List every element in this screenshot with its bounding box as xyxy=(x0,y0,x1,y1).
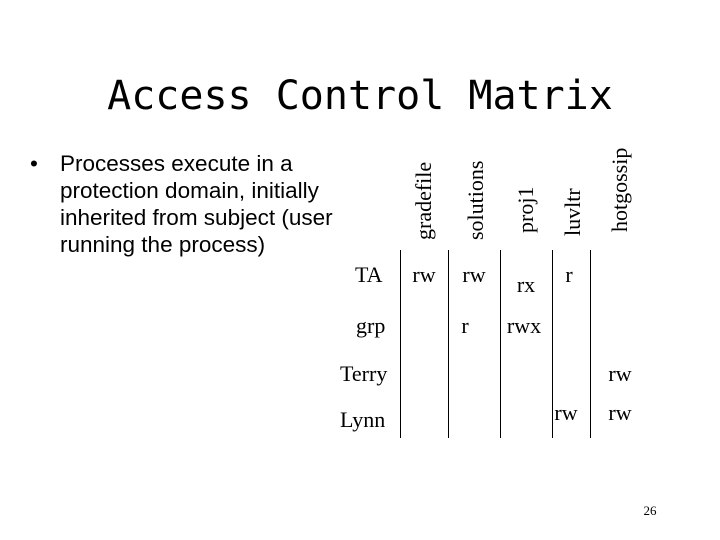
row-label-lynn: Lynn xyxy=(340,407,386,432)
column-divider xyxy=(500,250,501,438)
matrix-cell: r xyxy=(565,262,573,287)
page-number: 26 xyxy=(643,503,657,518)
access-control-matrix: gradefile solutions proj1 luvltr hotgoss… xyxy=(340,0,720,540)
bullet-marker: • xyxy=(30,151,38,176)
bullet-text: Processes execute in a protection domain… xyxy=(60,151,333,257)
row-label-grp: grp xyxy=(356,313,386,338)
matrix-cell: rw xyxy=(412,262,436,287)
column-divider xyxy=(590,250,591,438)
bullet-point: • Processes execute in a protection doma… xyxy=(30,150,340,258)
column-header-proj1: proj1 xyxy=(513,186,538,233)
matrix-cell: rw xyxy=(608,400,632,425)
column-header-hotgossip: hotgossip xyxy=(607,147,632,232)
matrix-cell: r xyxy=(461,313,469,338)
matrix-cell: rwx xyxy=(506,313,542,338)
matrix-cell: rw xyxy=(554,400,578,425)
column-header-luvltr: luvltr xyxy=(560,188,585,236)
column-divider xyxy=(552,250,553,438)
column-header-gradefile: gradefile xyxy=(411,161,436,240)
row-label-terry: Terry xyxy=(340,361,388,386)
matrix-cell: rw xyxy=(462,262,486,287)
matrix-cell: rw xyxy=(608,361,632,386)
column-header-solutions: solutions xyxy=(463,160,488,240)
column-divider xyxy=(400,250,401,438)
column-divider xyxy=(448,250,449,438)
matrix-cell: rx xyxy=(516,272,536,297)
row-label-ta: TA xyxy=(355,262,383,287)
slide-title: Access Control Matrix xyxy=(107,73,613,119)
